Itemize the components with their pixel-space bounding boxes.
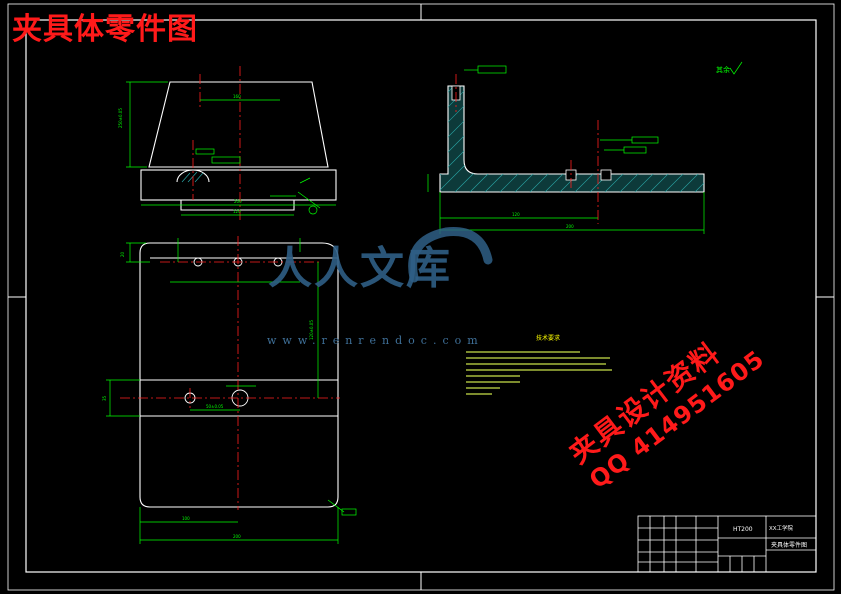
svg-text:200: 200: [234, 199, 242, 204]
svg-text:20: 20: [120, 251, 125, 257]
plan-view: 20 120±0.05 35 50±0.05 100 200: [102, 236, 357, 544]
title-block: HT200 XX工学院 夹具体零件图: [637, 515, 817, 573]
tech-requirements: 技术要求: [466, 334, 612, 395]
logo-url: www.renrendoc.com: [267, 334, 484, 347]
svg-text:200: 200: [233, 534, 241, 539]
logo-wordmark: 人人文库: [268, 243, 452, 294]
svg-text:200: 200: [566, 224, 574, 229]
sheet-border: [7, 3, 835, 591]
svg-text:250±0.05: 250±0.05: [118, 108, 123, 128]
title-block-school: XX工学院: [769, 524, 794, 532]
svg-text:100: 100: [182, 516, 190, 521]
svg-text:35: 35: [102, 395, 107, 401]
svg-text:120±0.05: 120±0.05: [309, 320, 314, 340]
tech-req-title: 技术要求: [536, 334, 560, 342]
roughness-note: 其余: [716, 65, 730, 74]
top-view: 250±0.05 160 200 120: [118, 66, 337, 222]
svg-text:120: 120: [512, 212, 520, 217]
section-view: 120 200 其余: [427, 61, 743, 234]
title-block-material: HT200: [733, 526, 753, 533]
svg-text:120: 120: [233, 209, 241, 214]
svg-text:50±0.05: 50±0.05: [206, 404, 224, 409]
page-title: 夹具体零件图: [12, 12, 198, 47]
title-block-part-name: 夹具体零件图: [771, 541, 807, 549]
svg-text:160: 160: [233, 94, 241, 99]
logo-swirl: [408, 227, 493, 283]
